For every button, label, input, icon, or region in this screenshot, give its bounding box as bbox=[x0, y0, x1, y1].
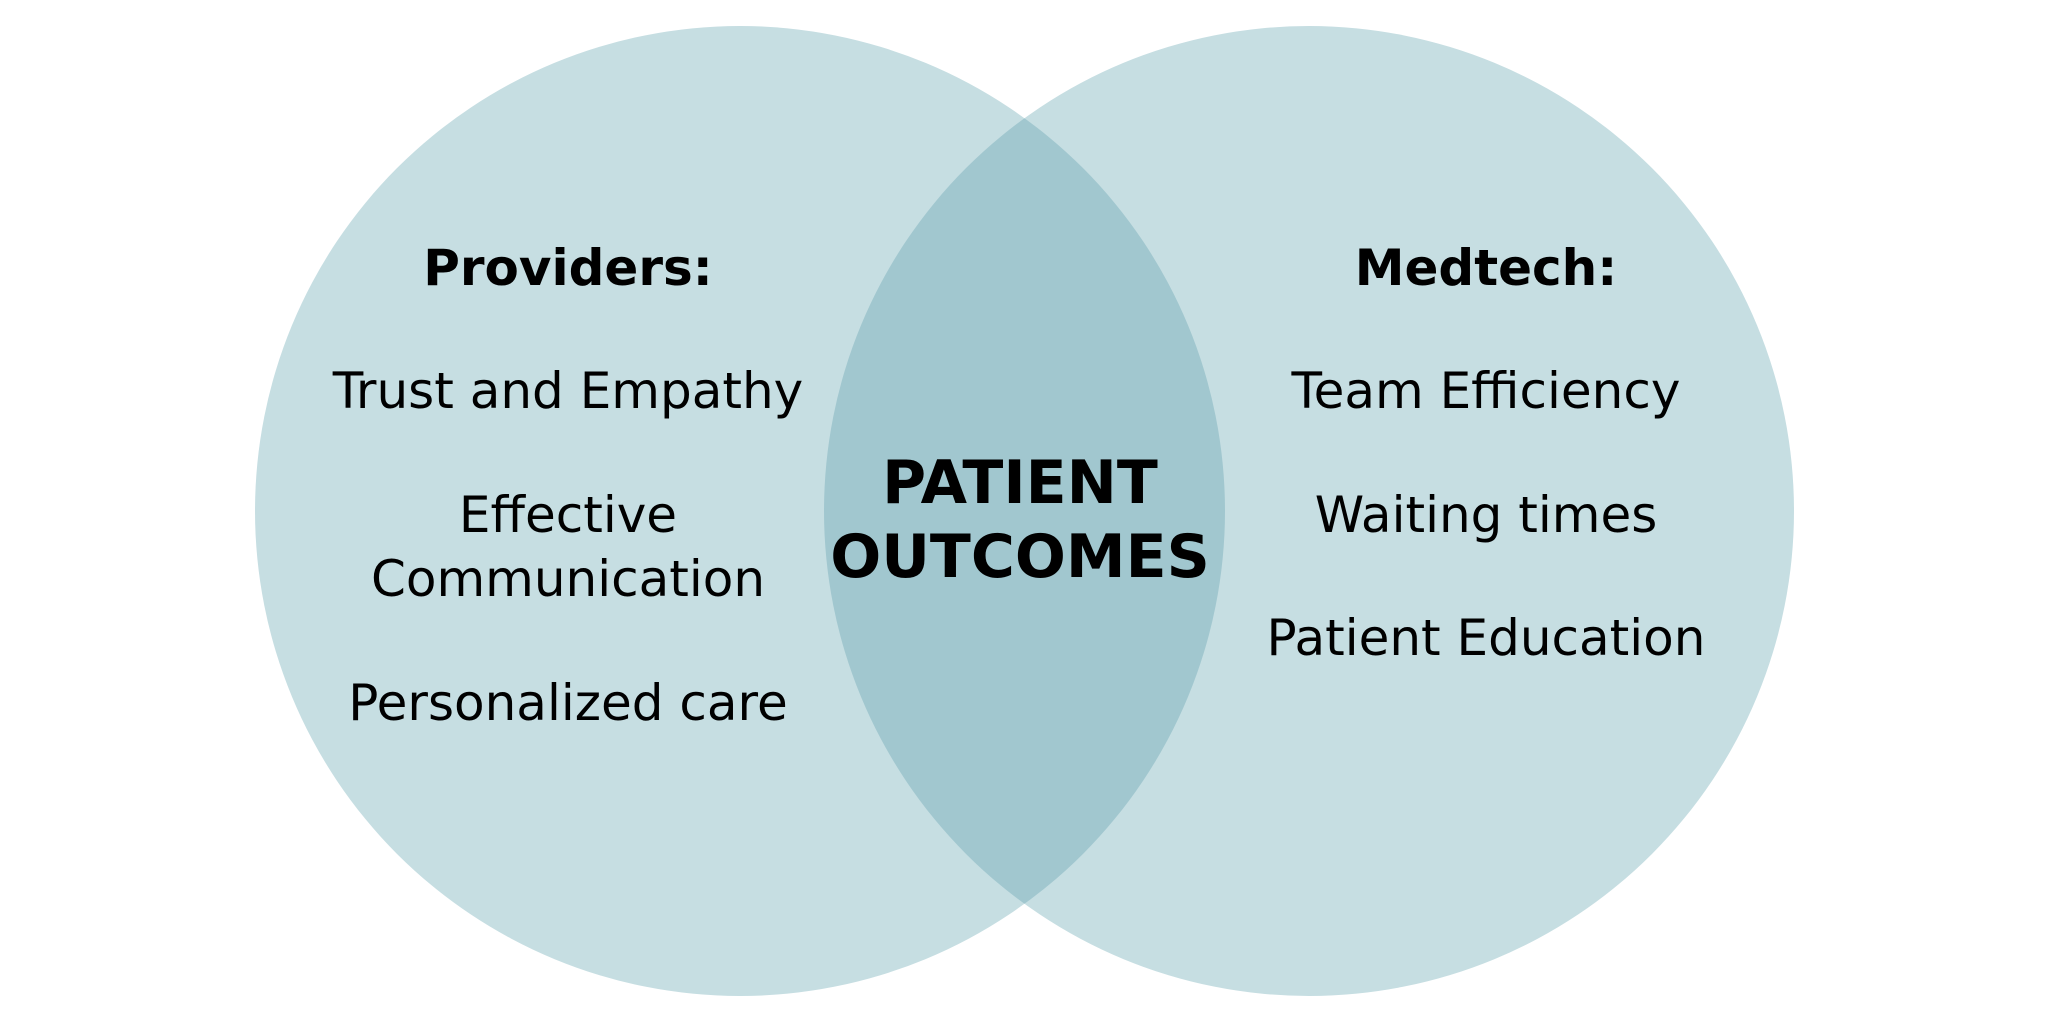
intersection-label: PATIENT OUTCOMES bbox=[830, 448, 1210, 592]
overlap-region bbox=[824, 26, 1225, 996]
right-item-waiting-times: Waiting times bbox=[1314, 486, 1658, 544]
right-set-heading: Medtech: bbox=[1354, 239, 1618, 297]
left-item-trust-empathy: Trust and Empathy bbox=[332, 362, 804, 420]
right-item-patient-education: Patient Education bbox=[1266, 609, 1706, 667]
left-set-heading: Providers: bbox=[423, 239, 713, 297]
right-item-team-efficiency: Team Efficiency bbox=[1291, 362, 1681, 420]
left-item-effective-communication: Effective Communication bbox=[370, 486, 766, 608]
left-item-personalized-care: Personalized care bbox=[348, 674, 788, 732]
